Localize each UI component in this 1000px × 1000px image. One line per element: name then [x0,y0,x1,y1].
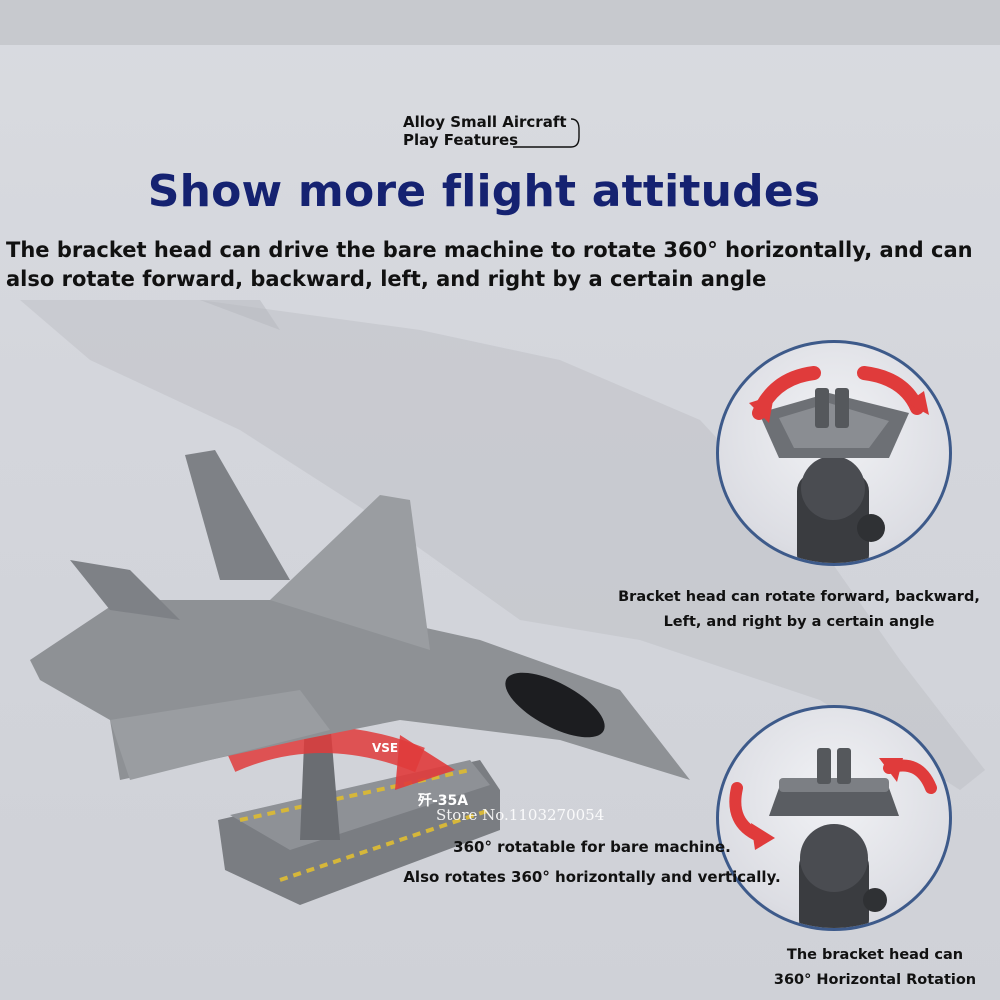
bracket-rotation-detail [716,705,952,931]
jet-cockpit [505,672,605,738]
bracket-rotation-illustration [729,748,937,928]
main-caption: 360° rotatable for bare machine. Also ro… [392,832,792,892]
subtitle-line-1: Alloy Small Aircraft [403,113,567,131]
stand-label: VSE [372,741,398,755]
tilt-caption-line-1: Bracket head can rotate forward, backwar… [618,589,980,605]
main-caption-line-1: 360° rotatable for bare machine. [453,838,731,856]
bracket-tilt-illustration [749,366,929,563]
rotation-caption-line-1: The bracket head can [786,947,964,963]
top-band [0,0,1000,45]
base-label: 歼-35A [417,793,468,809]
rotation-caption: The bracket head can 360° Horizontal Rot… [760,943,990,993]
subtitle-underline-icon [513,118,580,148]
subtitle: Alloy Small Aircraft Play Features [403,113,583,149]
tilt-caption: Bracket head can rotate forward, backwar… [604,585,994,635]
store-watermark: Store No.1103270054 [436,806,605,824]
tilt-caption-line-2: Left, and right by a certain angle [663,614,935,630]
page-title: Show more flight attitudes [147,166,821,217]
main-caption-line-2: Also rotates 360° horizontally and verti… [403,868,781,886]
subtitle-line-2: Play Features [403,131,519,149]
rotation-caption-line-2: 360° Horizontal Rotation [773,972,977,988]
bracket-tilt-detail [716,340,952,566]
feature-description: The bracket head can drive the bare mach… [6,238,973,291]
